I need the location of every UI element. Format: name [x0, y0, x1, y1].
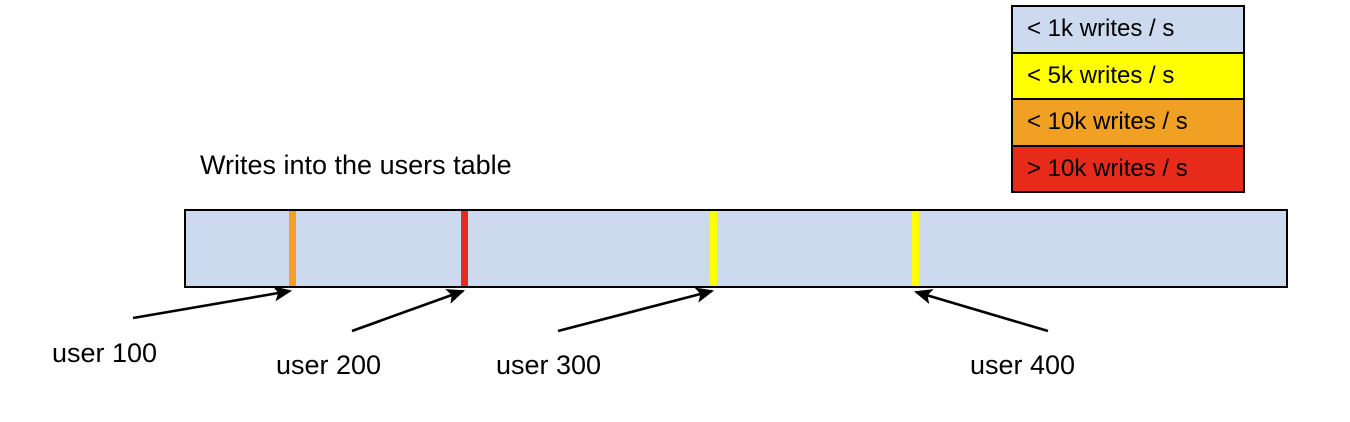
- user-100-stripe: [289, 211, 296, 286]
- legend-label: < 10k writes / s: [1027, 108, 1188, 136]
- legend: < 1k writes / s < 5k writes / s < 10k writ…: [1011, 5, 1245, 193]
- user-100-label: user 100: [52, 338, 158, 368]
- user-200-label: user 200: [276, 350, 382, 380]
- user-300-label: user 300: [496, 350, 602, 380]
- user-400-arrow-icon: [914, 289, 1049, 333]
- legend-label: < 1k writes / s: [1027, 15, 1175, 43]
- user-100-arrow-icon: [132, 286, 293, 320]
- legend-row-1: < 5k writes / s: [1013, 53, 1243, 100]
- user-400-label: user 400: [970, 350, 1076, 380]
- legend-row-2: < 10k writes / s: [1013, 100, 1243, 147]
- user-300-arrow-icon: [557, 287, 715, 333]
- user-200-stripe: [461, 211, 468, 286]
- legend-label: < 5k writes / s: [1027, 61, 1175, 89]
- user-400-stripe: [912, 211, 919, 286]
- caption-writes-into-users-table: Writes into the users table: [200, 150, 512, 180]
- legend-row-0: < 1k writes / s: [1013, 7, 1243, 54]
- user-300-stripe: [710, 211, 717, 286]
- users-table-bar: [184, 209, 1288, 288]
- legend-row-3: > 10k writes / s: [1013, 146, 1243, 191]
- user-200-arrow-icon: [351, 289, 465, 333]
- legend-label: > 10k writes / s: [1027, 154, 1188, 182]
